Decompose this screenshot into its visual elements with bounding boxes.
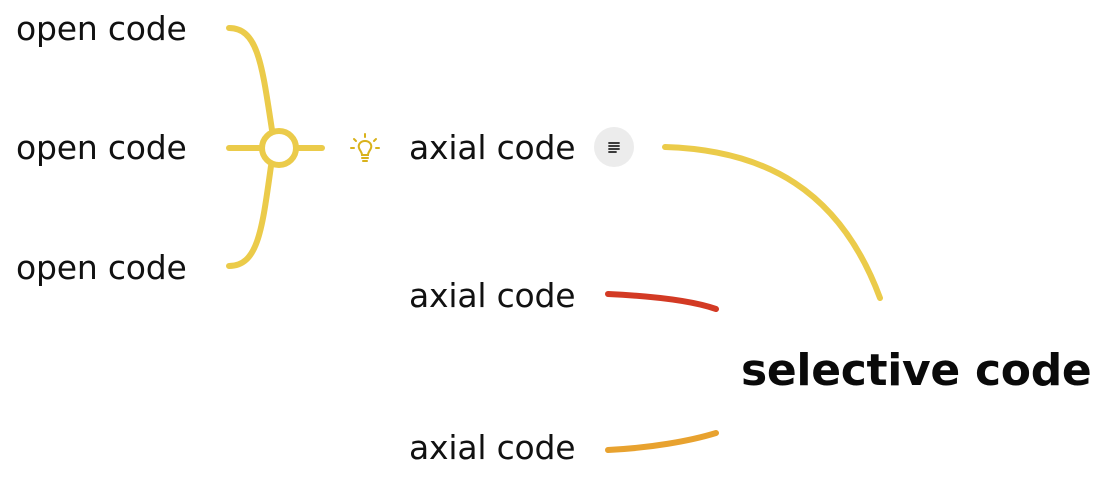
selective-code-node[interactable]: selective code [741, 345, 1092, 396]
open-code-1-branch [226, 25, 275, 133]
notes-icon [608, 142, 620, 153]
axial-code-node[interactable]: axial code [409, 276, 576, 315]
open-code-3-branch [226, 163, 274, 269]
axial-code-1-connector [662, 144, 883, 301]
axial-code-3-connector [605, 430, 719, 453]
open-code-node[interactable]: open code [16, 9, 187, 48]
axial-code-node[interactable]: axial code [409, 428, 576, 467]
open-code-node[interactable]: open code [16, 248, 187, 287]
open-code-node[interactable]: open code [16, 128, 187, 167]
axial-code-2-connector [605, 291, 719, 312]
note-button[interactable] [594, 127, 634, 167]
axial-code-node[interactable]: axial code [409, 128, 576, 167]
lightbulb-icon[interactable] [348, 132, 382, 166]
junction-node[interactable] [259, 128, 299, 168]
